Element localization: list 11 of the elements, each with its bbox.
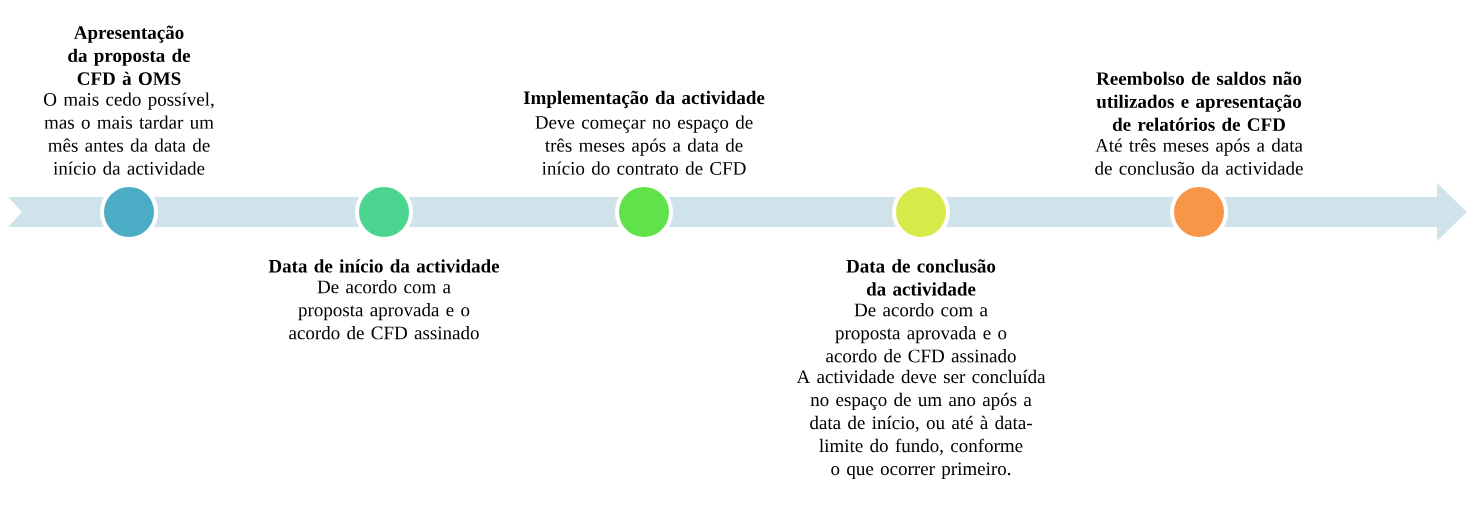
milestone-description: Deve começar no espaço de três meses após a data de início do contrato de CFD bbox=[535, 115, 753, 175]
milestone-description: De acordo com a proposta aprovada e o acordo de CFD assinado bbox=[289, 280, 479, 340]
milestone-heading: Data de início da actividade bbox=[268, 259, 500, 273]
milestone-description: O mais cedo possível, mas o mais tardar um mês antes da data de início da actividade bbox=[44, 92, 214, 175]
milestone-description: A actividade deve ser concluída no espaço de um ano após a data de início, ou até à data-limite do fundo, conforme o que ocorrer primeiro. bbox=[796, 369, 1046, 480]
milestone-heading: Apresentação da proposta de CFD à OMS bbox=[68, 25, 191, 85]
milestone-heading: Implementação da actividade bbox=[523, 90, 765, 109]
milestone-description: De acordo com a proposta aprovada e o acordo de CFD assinado bbox=[826, 303, 1016, 363]
milestone-description: Até três meses após a data de conclusão da actividade bbox=[1095, 138, 1303, 175]
milestone-heading: Data de conclusão da actividade bbox=[846, 259, 996, 296]
milestone-heading: Reembolso de saldos não utilizados e apresentação de relatórios de CFD bbox=[1096, 71, 1302, 131]
